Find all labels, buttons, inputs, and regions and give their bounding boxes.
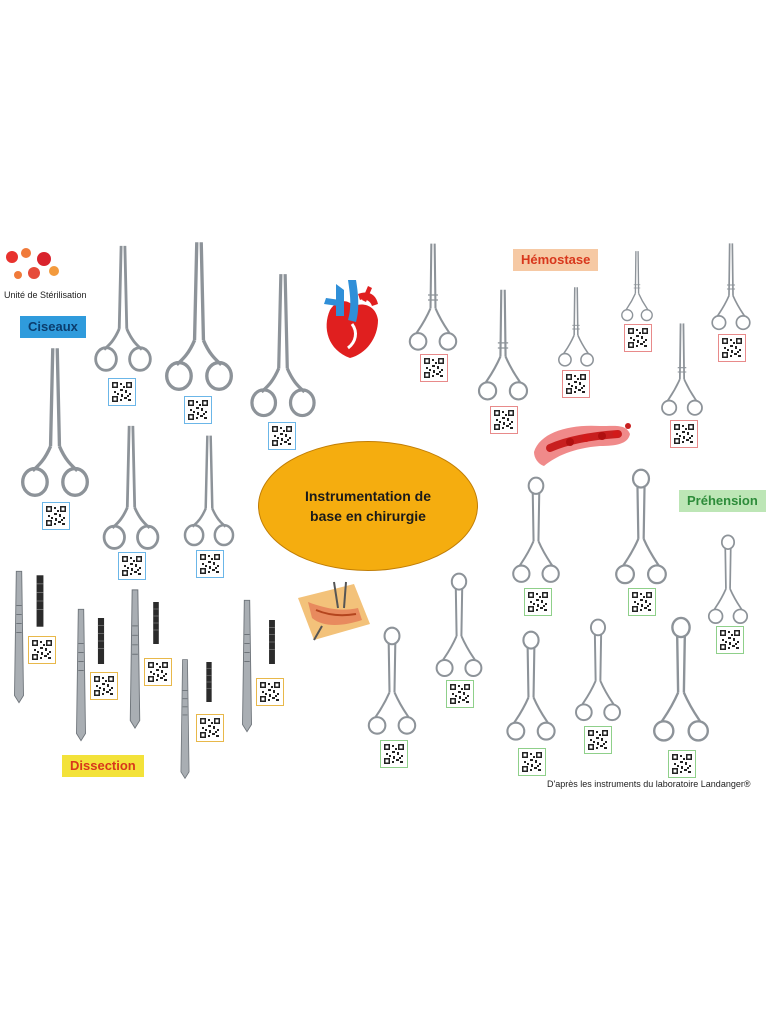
category-hemostase: Hémostase (513, 249, 599, 271)
qr-code (184, 396, 212, 424)
hemostatic-clamp-instrument (620, 250, 654, 322)
grasping-forceps-instrument (614, 468, 668, 585)
scissors-instrument (94, 244, 152, 372)
qr-code (490, 406, 518, 434)
qr-code (518, 748, 546, 776)
qr-code (28, 636, 56, 664)
qr-code (196, 550, 224, 578)
qr-code (562, 370, 590, 398)
qr-code (118, 552, 146, 580)
qr-code (716, 626, 744, 654)
qr-code (718, 334, 746, 362)
centre-title: Instrumentation de base en chirurgie (304, 488, 431, 524)
dissection-tweezer-instrument (76, 608, 86, 742)
grasping-forceps-instrument (511, 476, 561, 584)
tweezer-tip-detail (205, 662, 213, 702)
grasping-forceps-instrument (435, 572, 483, 678)
qr-code (268, 422, 296, 450)
tweezer-tip-detail (35, 574, 45, 628)
dissection-tweezer-instrument (242, 599, 252, 733)
qr-code (144, 658, 172, 686)
heart-illustration (324, 280, 378, 358)
centre-title-ellipse: Instrumentation de base en chirurgie (258, 441, 478, 571)
hemostatic-clamp-instrument (477, 288, 529, 401)
qr-code (670, 420, 698, 448)
qr-code (446, 680, 474, 708)
grasping-forceps-instrument (574, 618, 622, 722)
scissors-instrument (102, 424, 160, 551)
logo-caption: Unité de Stérilisation (4, 290, 87, 300)
category-ciseaux: Ciseaux (20, 316, 86, 338)
hemostatic-clamp-instrument (710, 242, 752, 331)
qr-code (420, 354, 448, 382)
qr-code (584, 726, 612, 754)
hemostatic-clamp-instrument (408, 242, 458, 352)
qr-code (90, 672, 118, 700)
tweezer-tip-detail (268, 620, 276, 664)
scissors-instrument (249, 272, 317, 418)
qr-code (668, 750, 696, 778)
scissors-instrument (164, 240, 234, 392)
hemostatic-clamp-instrument (660, 322, 704, 417)
qr-code (380, 740, 408, 768)
qr-code (256, 678, 284, 706)
blood-vessel-illustration (534, 423, 631, 466)
grasping-forceps-instrument (652, 616, 710, 742)
qr-code (42, 502, 70, 530)
hospital-logo-icon (6, 248, 59, 279)
qr-code (624, 324, 652, 352)
qr-code (628, 588, 656, 616)
dissection-tweezer-instrument (129, 589, 141, 729)
category-prehension: Préhension (679, 490, 766, 512)
scissors-instrument (20, 346, 90, 498)
tweezer-tip-detail (97, 618, 105, 664)
grasping-forceps-instrument (367, 626, 417, 735)
hemostatic-clamp-instrument (557, 286, 595, 368)
tweezer-tip-detail (152, 602, 160, 644)
grasping-forceps-instrument (506, 630, 556, 741)
qr-code (196, 714, 224, 742)
dissection-tweezer-instrument (180, 659, 190, 779)
qr-code (524, 588, 552, 616)
credit-text: D'après les instruments du laboratoire L… (547, 779, 751, 789)
surgical-wound-illustration (298, 581, 370, 641)
hospital-logo (4, 245, 64, 290)
scissors-instrument (183, 434, 235, 547)
dissection-tweezer-instrument (14, 570, 24, 704)
category-dissection: Dissection (62, 755, 144, 777)
qr-code (108, 378, 136, 406)
